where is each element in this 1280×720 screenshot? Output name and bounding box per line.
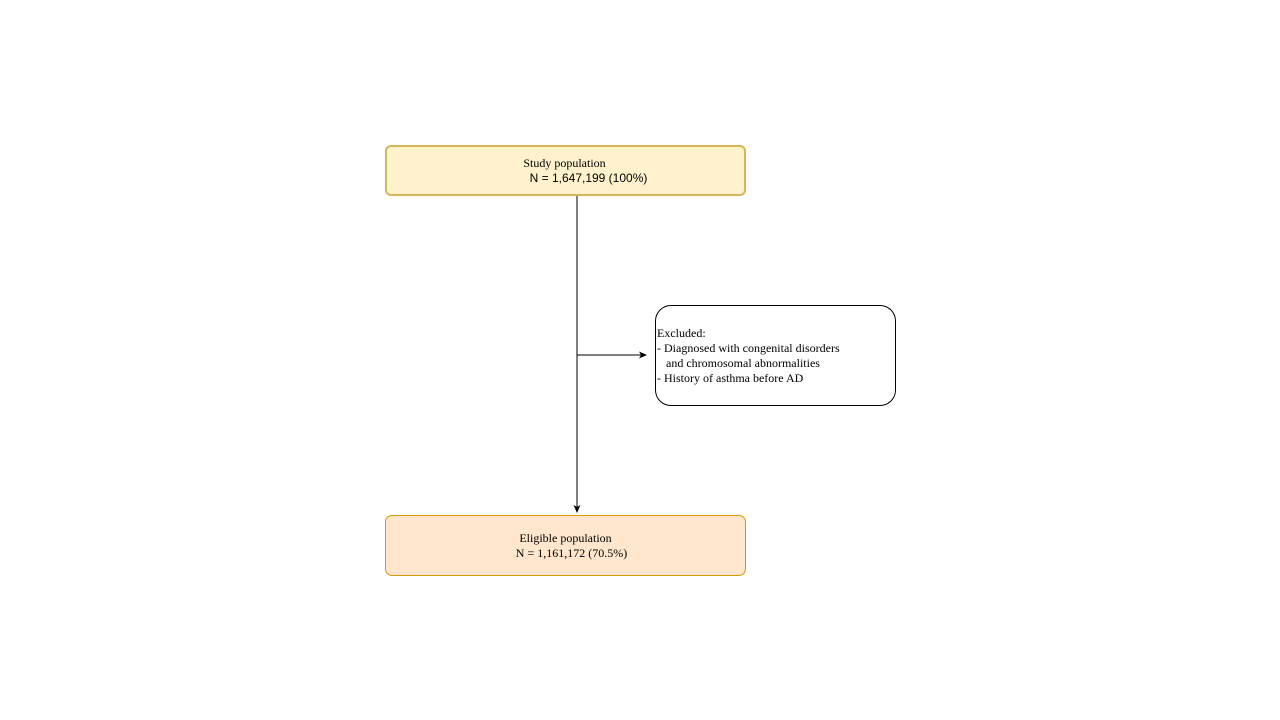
excluded-item: - Diagnosed with congenital disorders [657,340,840,355]
study-population-box: Study population N = 1,647,199 (100%) [385,145,746,196]
eligible-population-label: Eligible population [519,530,612,545]
excluded-item: - History of asthma before AD [657,370,804,385]
excluded-heading: Excluded: [657,325,706,340]
eligible-population-box: Eligible population N = 1,161,172 (70.5%… [385,515,746,576]
study-population-label: Study population [523,155,606,170]
eligible-population-count: N = 1,161,172 (70.5%) [515,545,628,560]
excluded-item: and chromosomal abnormalities [657,355,820,370]
excluded-box: Excluded: - Diagnosed with congenital di… [655,305,896,406]
study-population-count: N = 1,647,199 (100%) [529,170,648,185]
